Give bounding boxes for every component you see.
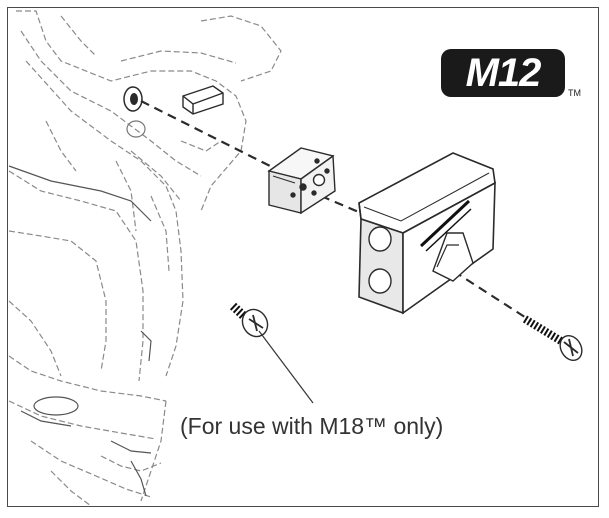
exploded-assembly-drawing bbox=[8, 10, 583, 506]
short-screw bbox=[522, 315, 583, 362]
long-screw bbox=[229, 302, 269, 338]
spacer-block bbox=[267, 147, 336, 215]
m18-caption: (For use with M18™ only) bbox=[180, 413, 444, 439]
mounting-hole bbox=[123, 86, 146, 138]
m12-logo-text: M12 bbox=[465, 51, 542, 95]
tool-body-solid bbox=[8, 165, 152, 497]
tool-slot-tab bbox=[182, 85, 224, 115]
m12-logo: M12 bbox=[441, 49, 565, 97]
diagram-frame: M12 TM (For use with M18™ only) bbox=[7, 7, 599, 507]
trademark-mark: TM bbox=[568, 88, 581, 98]
caption-leader-line bbox=[258, 330, 314, 404]
belt-clip bbox=[358, 152, 496, 315]
